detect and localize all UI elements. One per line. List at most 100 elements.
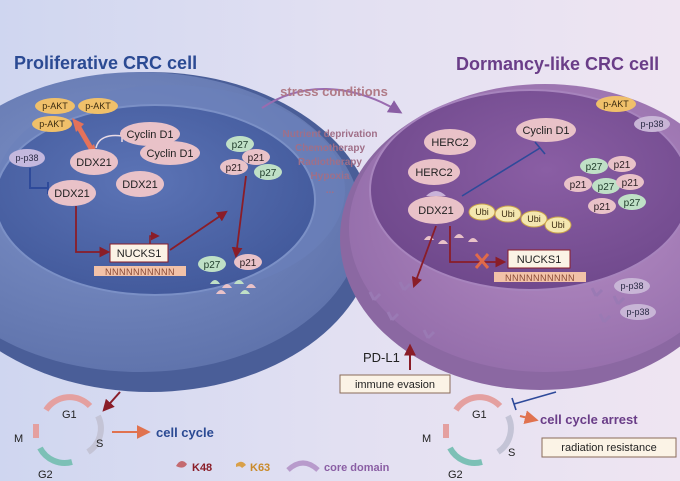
herc2-oval [424, 129, 476, 155]
right-dna-strand [494, 272, 586, 282]
left-ddx21-cluster: DDX21 DDX21 DDX21 [48, 149, 164, 206]
akt-label: p-AKT [85, 101, 111, 111]
dna-pattern: NNNNNNNNNN [105, 267, 175, 277]
s-label: S [508, 447, 515, 459]
left-akt-group: p-AKT p-AKT p-AKT [32, 98, 118, 132]
herc2-oval [408, 159, 460, 185]
ddx21-to-nucks1-arrow [75, 206, 111, 258]
m-label: M [422, 433, 431, 445]
resist-label: radiation resistance [561, 442, 656, 454]
ubi-label: Ubi [475, 207, 489, 217]
immune-label: immune evasion [355, 379, 435, 391]
transcription-arrow [149, 231, 160, 244]
p21-label: p21 [594, 202, 611, 213]
inhibition-line [513, 391, 557, 405]
herc2-label: HERC2 [431, 137, 468, 149]
herc2-label: HERC2 [415, 167, 452, 179]
k63-icon [236, 461, 246, 468]
pp38-label: p-p38 [15, 153, 38, 163]
right-ddx21 [408, 196, 464, 224]
cyclin-label: Cyclin D1 [126, 129, 173, 141]
nucks1-label: NUCKS1 [517, 254, 562, 266]
condition-item: Chemotherapy [295, 143, 365, 154]
p21-label: p21 [570, 180, 587, 191]
left-dna-strand [94, 266, 186, 276]
stress-title: stress conditions [280, 84, 388, 99]
pdl1-receptors [368, 281, 626, 340]
right-p27-p21-cluster: p27 p21 p21 p27 p21 p21 p27 [564, 156, 646, 214]
akt-label: p-AKT [603, 99, 629, 109]
inhibition-line [95, 134, 123, 149]
left-pp38 [9, 149, 45, 167]
cycle-arrow [519, 410, 539, 425]
cyclin-oval [516, 118, 576, 142]
p27-label: p27 [624, 198, 641, 209]
left-title: Proliferative CRC cell [14, 53, 197, 73]
condition-item: ... [326, 185, 335, 196]
ddx21-label: DDX21 [76, 157, 111, 169]
left-p27-p21-cluster: p27 p21 p21 p27 [220, 136, 282, 180]
dna-pattern: NNNNNNNNNN [505, 273, 575, 283]
nucks1-label: NUCKS1 [117, 248, 162, 260]
left-cell-cycle: G1 S G2 M cell cycle [14, 391, 214, 481]
right-pp38 [620, 304, 656, 320]
ubi-label: Ubi [551, 220, 565, 230]
p27-label: p27 [232, 140, 249, 151]
g2-arc [37, 446, 73, 466]
inhibition-line [29, 168, 48, 189]
ddx21-to-pdl1-arrow [411, 225, 437, 289]
pp38-label: p-p38 [640, 119, 663, 129]
cyclin-oval [120, 122, 180, 146]
right-pp38 [634, 116, 670, 132]
core-domain-icon [286, 460, 320, 472]
cyclin-label: Cyclin D1 [522, 125, 569, 137]
p21-label: p21 [226, 163, 243, 174]
akt-label: p-AKT [39, 119, 65, 129]
core-domain-label: core domain [324, 462, 390, 474]
g1-label: G1 [472, 409, 487, 421]
pp38-label: p-p38 [626, 307, 649, 317]
ubi-label: Ubi [501, 209, 515, 219]
ubiquitin-chain: Ubi Ubi Ubi Ubi [468, 203, 572, 234]
degraded-fragments [210, 280, 256, 294]
right-nucks1-box [507, 249, 571, 269]
condition-item: Nutrient deprivation [282, 129, 377, 140]
p27-oval [198, 256, 226, 272]
m-label: M [14, 433, 23, 445]
akt-label: p-AKT [42, 101, 68, 111]
ddx21-label: DDX21 [54, 188, 89, 200]
k48-label: K48 [192, 462, 212, 474]
arrow-head [72, 118, 84, 132]
p27-label: p27 [586, 162, 603, 173]
p21-oval [234, 254, 262, 270]
stress-arrow [261, 88, 403, 114]
arrest-label: cell cycle arrest [540, 412, 638, 427]
p21-label: p21 [240, 258, 257, 269]
k48-icon [176, 460, 187, 468]
p21-label: p21 [622, 178, 639, 189]
stress-conditions-list: Nutrient deprivation Chemotherapy Radiot… [282, 129, 377, 196]
ubi-label: Ubi [527, 214, 541, 224]
condition-item: Hypoxia [311, 171, 350, 182]
cell-cycle-label: cell cycle [156, 425, 214, 440]
core-domain [426, 191, 446, 196]
p27-label: p27 [598, 182, 615, 193]
inhibition-bar [534, 141, 546, 155]
condition-item: Radiotherapy [298, 157, 362, 168]
right-title: Dormancy-like CRC cell [456, 54, 659, 74]
resist-box [541, 437, 677, 458]
right-cell-cycle: G1 S G2 M cell cycle arrest radiation re… [422, 391, 677, 481]
right-akt [596, 96, 636, 112]
right-pp38 [614, 278, 650, 294]
ddx21-label: DDX21 [122, 179, 157, 191]
p21-label: p21 [248, 153, 265, 164]
g2-label: G2 [38, 469, 53, 481]
s-arc [86, 414, 104, 455]
cyclin-oval [140, 141, 200, 165]
s-label: S [96, 438, 103, 450]
g2-arc [447, 446, 483, 466]
block-x-icon [474, 253, 490, 269]
k63-label: K63 [250, 462, 270, 474]
ddx21-label: DDX21 [418, 205, 453, 217]
